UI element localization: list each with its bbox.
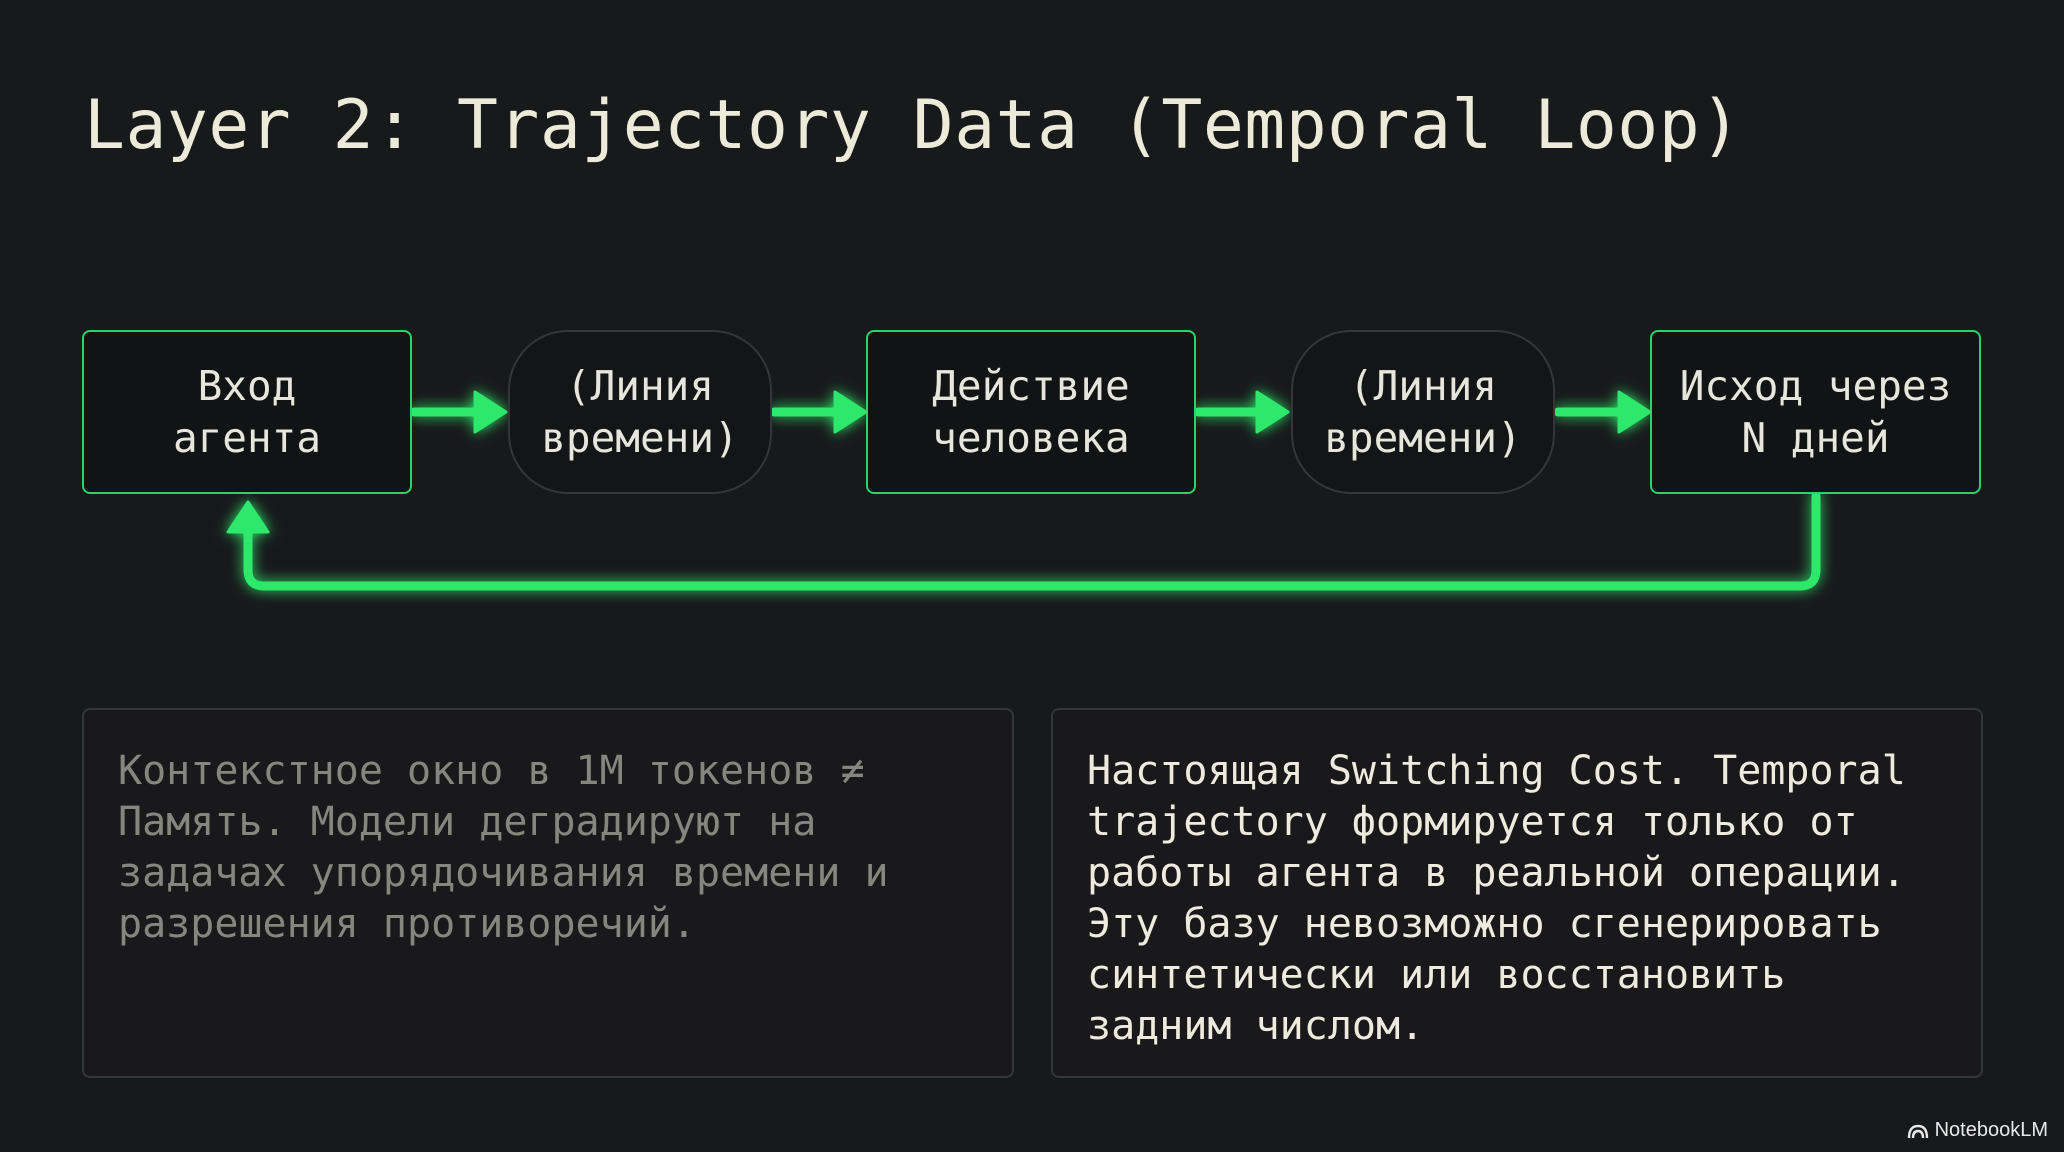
- arrow-2: [769, 390, 868, 434]
- note-card-context-window: Контекстное окно в 1M токенов ≠ Память. …: [82, 708, 1014, 1078]
- brand-label: NotebookLM: [1934, 1119, 2048, 1141]
- arrow-4: [1553, 390, 1652, 434]
- note-card-switching-cost: Настоящая Switching Cost. Temporal traje…: [1051, 708, 1983, 1078]
- notebooklm-logo-icon: [1907, 1124, 1928, 1138]
- flow-node-outcome-n-days: Исход через N дней: [1650, 330, 1981, 494]
- feedback-arrowhead: [226, 500, 270, 534]
- arrow-3: [1193, 390, 1290, 434]
- feedback-loop-arrow: [243, 491, 1821, 591]
- flow-node-human-action: Действие человека: [866, 330, 1196, 494]
- slide-title: Layer 2: Trajectory Data (Temporal Loop): [84, 86, 1742, 165]
- flow-node-timeline-1: (Линия времени): [508, 330, 772, 494]
- arrow-1: [409, 390, 508, 434]
- brand-watermark: NotebookLM: [1907, 1119, 2048, 1142]
- flow-node-timeline-2: (Линия времени): [1291, 330, 1555, 494]
- flow-node-agent-input: Вход агента: [82, 330, 412, 494]
